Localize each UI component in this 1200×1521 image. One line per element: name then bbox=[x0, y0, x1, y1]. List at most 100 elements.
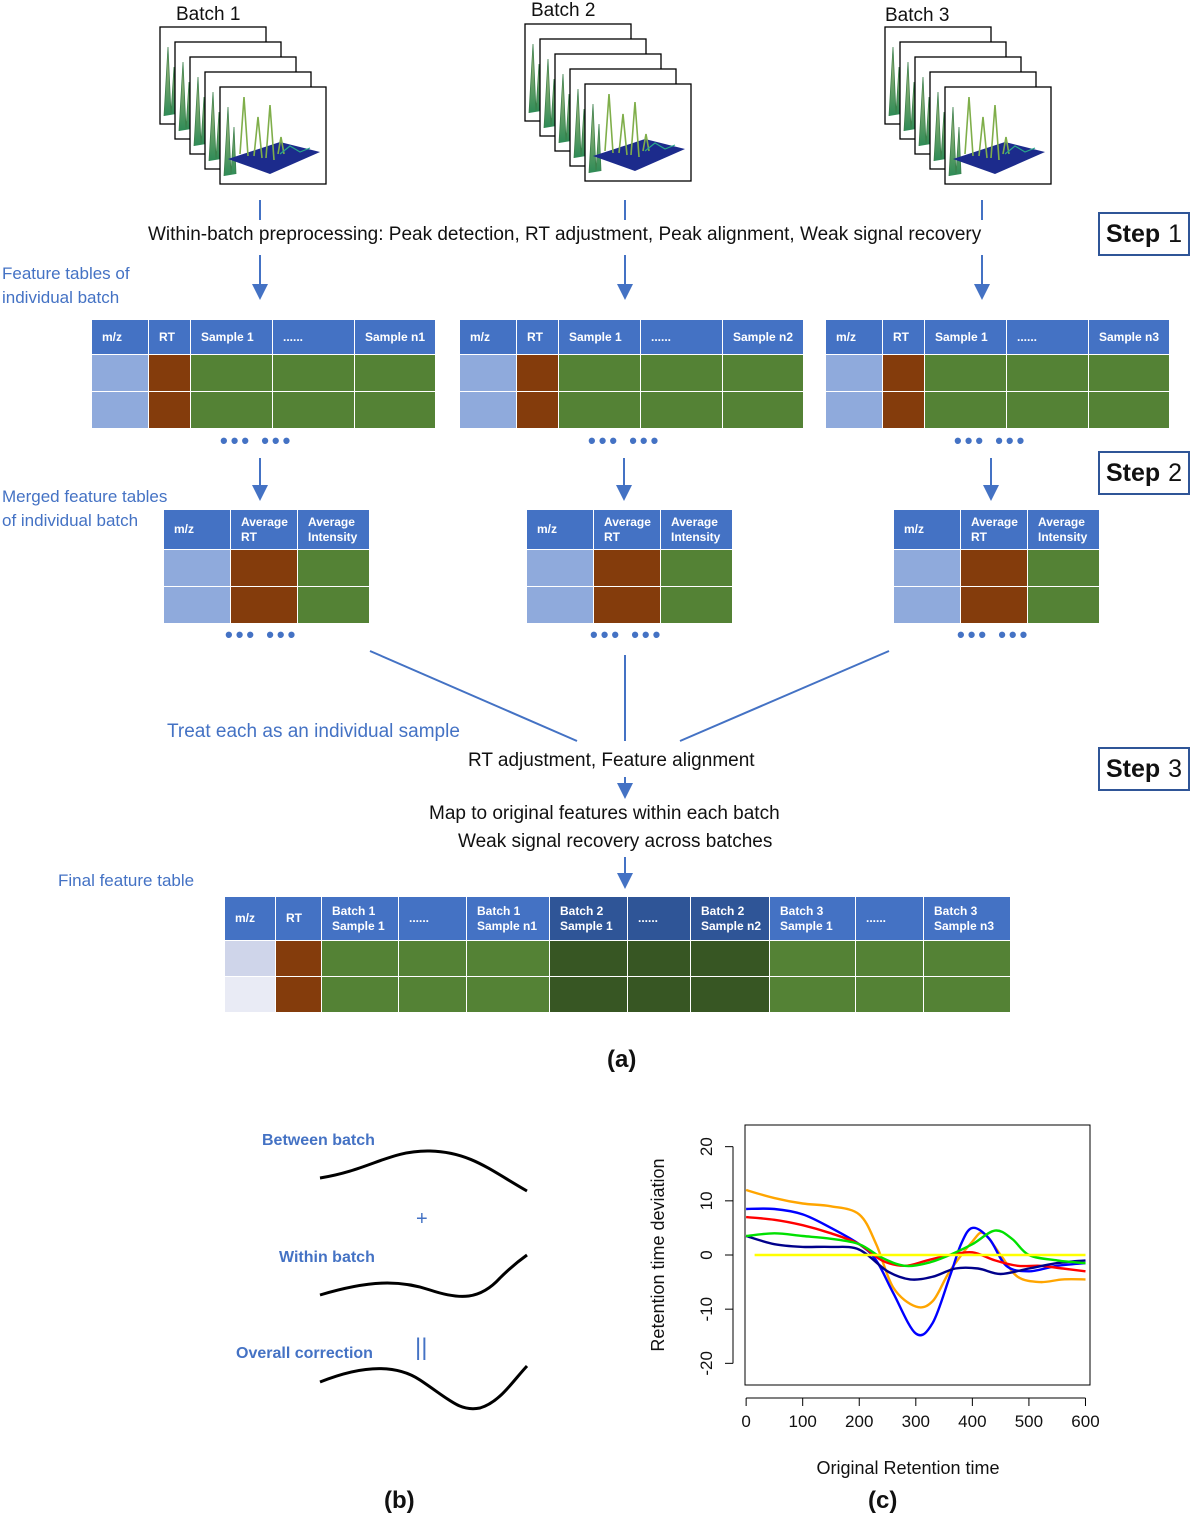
spectrum-peaks bbox=[604, 93, 650, 158]
series-lines bbox=[745, 1188, 1086, 1337]
table-row bbox=[224, 940, 1011, 977]
header-sample-n: Sample n2 bbox=[722, 319, 804, 355]
overall-correction-curve bbox=[319, 1364, 529, 1411]
series-line-1 bbox=[745, 1188, 1086, 1309]
map-description: Map to original features within each bat… bbox=[429, 803, 780, 824]
merged-table-2-dots: ••• ••• bbox=[590, 622, 664, 647]
merged-table-1: m/z Average RT Average Intensity bbox=[163, 509, 370, 624]
final-table-label: Final feature table bbox=[58, 871, 195, 890]
plot-frame bbox=[744, 1124, 1091, 1386]
header-sample-n: Sample n3 bbox=[1088, 319, 1170, 355]
feature-table-3: m/z RT Sample 1 ...... Sample n3 bbox=[825, 319, 1170, 429]
header-average-rt: Average RT bbox=[593, 509, 661, 550]
series-line-5 bbox=[745, 1229, 1086, 1268]
header-mz: m/z bbox=[224, 896, 276, 941]
header-ellipsis: ...... bbox=[627, 896, 691, 941]
x-tick-label: 500 bbox=[1015, 1412, 1043, 1431]
header-average-intensity: Average Intensity bbox=[1027, 509, 1100, 550]
batch-3-label: Batch 3 bbox=[885, 5, 950, 26]
step-number: 3 bbox=[1168, 754, 1183, 783]
x-tick-label: 600 bbox=[1071, 1412, 1099, 1431]
y-tick-label: -20 bbox=[697, 1351, 716, 1376]
spectrum-peaks bbox=[239, 96, 285, 161]
plus-sign: + bbox=[416, 1208, 428, 1230]
table-row bbox=[825, 354, 1170, 392]
header-batch2-sample1: Batch 2 Sample 1 bbox=[549, 896, 628, 941]
header-sample-1: Sample 1 bbox=[558, 319, 641, 355]
step-word: Step bbox=[1105, 754, 1161, 783]
series-line-2 bbox=[746, 1207, 1086, 1337]
header-mz: m/z bbox=[459, 319, 517, 355]
table-row bbox=[526, 549, 733, 587]
correction-curves bbox=[319, 1149, 529, 1411]
header-ellipsis: ...... bbox=[398, 896, 467, 941]
merged-tables-label-line-1: Merged feature tables bbox=[2, 487, 168, 506]
table-row bbox=[91, 391, 436, 429]
table-row bbox=[163, 586, 370, 624]
feature-table-1-dots: ••• ••• bbox=[220, 428, 294, 453]
header-average-intensity: Average Intensity bbox=[660, 509, 733, 550]
step3-description: RT adjustment, Feature alignment bbox=[468, 750, 755, 771]
x-tick-label: 400 bbox=[958, 1412, 986, 1431]
table-row bbox=[526, 586, 733, 624]
step-word: Step bbox=[1105, 458, 1161, 487]
header-rt: RT bbox=[882, 319, 925, 355]
header-mz: m/z bbox=[163, 509, 231, 550]
feature-table-3-dots: ••• ••• bbox=[954, 428, 1028, 453]
header-mz: m/z bbox=[825, 319, 883, 355]
panel-c-label: (c) bbox=[868, 1487, 898, 1514]
within-batch-curve bbox=[319, 1253, 528, 1298]
feature-table-1: m/z RT Sample 1 ...... Sample n1 bbox=[91, 319, 436, 429]
between-batch-curve bbox=[319, 1149, 528, 1193]
table-row bbox=[893, 549, 1100, 587]
recovery-description: Weak signal recovery across batches bbox=[458, 831, 773, 852]
panel-a-label: (a) bbox=[607, 1046, 637, 1073]
table-row bbox=[825, 391, 1170, 429]
header-batch1-sample1: Batch 1 Sample 1 bbox=[321, 896, 399, 941]
header-sample-1: Sample 1 bbox=[190, 319, 273, 355]
between-batch-label: Between batch bbox=[262, 1132, 375, 1149]
series-line-3 bbox=[745, 1215, 1086, 1273]
merged-table-2: m/z Average RT Average Intensity bbox=[526, 509, 733, 624]
merged-tables-label: Merged feature tables of individual batc… bbox=[2, 485, 167, 533]
feature-tables-label-line-1: Feature tables of bbox=[2, 264, 130, 283]
merged-table-3-dots: ••• ••• bbox=[957, 622, 1031, 647]
treat-label: Treat each as an individual sample bbox=[167, 721, 460, 742]
y-tick-label: 10 bbox=[697, 1191, 716, 1210]
header-sample-n: Sample n1 bbox=[354, 319, 436, 355]
header-ellipsis: ...... bbox=[272, 319, 355, 355]
y-tick-label: 20 bbox=[697, 1137, 716, 1156]
step1-description: Within-batch preprocessing: Peak detecti… bbox=[148, 224, 982, 245]
header-batch2-samplen2: Batch 2 Sample n2 bbox=[690, 896, 770, 941]
y-tick-label: -10 bbox=[697, 1297, 716, 1322]
table-row bbox=[224, 976, 1011, 1013]
table-row bbox=[91, 354, 436, 392]
converge-line-left bbox=[369, 650, 578, 742]
table-row bbox=[459, 391, 804, 429]
spectrum-ridge bbox=[279, 145, 311, 155]
header-mz: m/z bbox=[893, 509, 961, 550]
within-batch-label: Within batch bbox=[279, 1249, 375, 1266]
feature-tables-label: Feature tables of individual batch bbox=[2, 262, 130, 310]
batch-1-label: Batch 1 bbox=[176, 4, 241, 25]
batch-1-spectra-stack bbox=[159, 26, 327, 185]
final-feature-table: m/z RT Batch 1 Sample 1 ...... Batch 1 S… bbox=[224, 896, 1011, 1013]
feature-table-2-dots: ••• ••• bbox=[588, 428, 662, 453]
x-tick-label: 0 bbox=[741, 1412, 750, 1431]
header-rt: RT bbox=[275, 896, 322, 941]
header-average-intensity: Average Intensity bbox=[297, 509, 370, 550]
spectrum-peaks bbox=[964, 96, 1010, 161]
converge-line-right bbox=[679, 650, 890, 742]
series-line-4 bbox=[745, 1234, 1086, 1281]
header-batch1-samplen1: Batch 1 Sample n1 bbox=[466, 896, 550, 941]
y-axis-title: Retention time deviation bbox=[648, 1158, 668, 1351]
step-number: 2 bbox=[1168, 458, 1183, 487]
header-average-rt: Average RT bbox=[960, 509, 1028, 550]
batch-2-spectra-stack bbox=[524, 23, 692, 182]
header-batch3-samplen3: Batch 3 Sample n3 bbox=[923, 896, 1011, 941]
header-ellipsis: ...... bbox=[1006, 319, 1089, 355]
x-tick-label: 100 bbox=[789, 1412, 817, 1431]
spectra-stacks bbox=[159, 23, 1052, 185]
